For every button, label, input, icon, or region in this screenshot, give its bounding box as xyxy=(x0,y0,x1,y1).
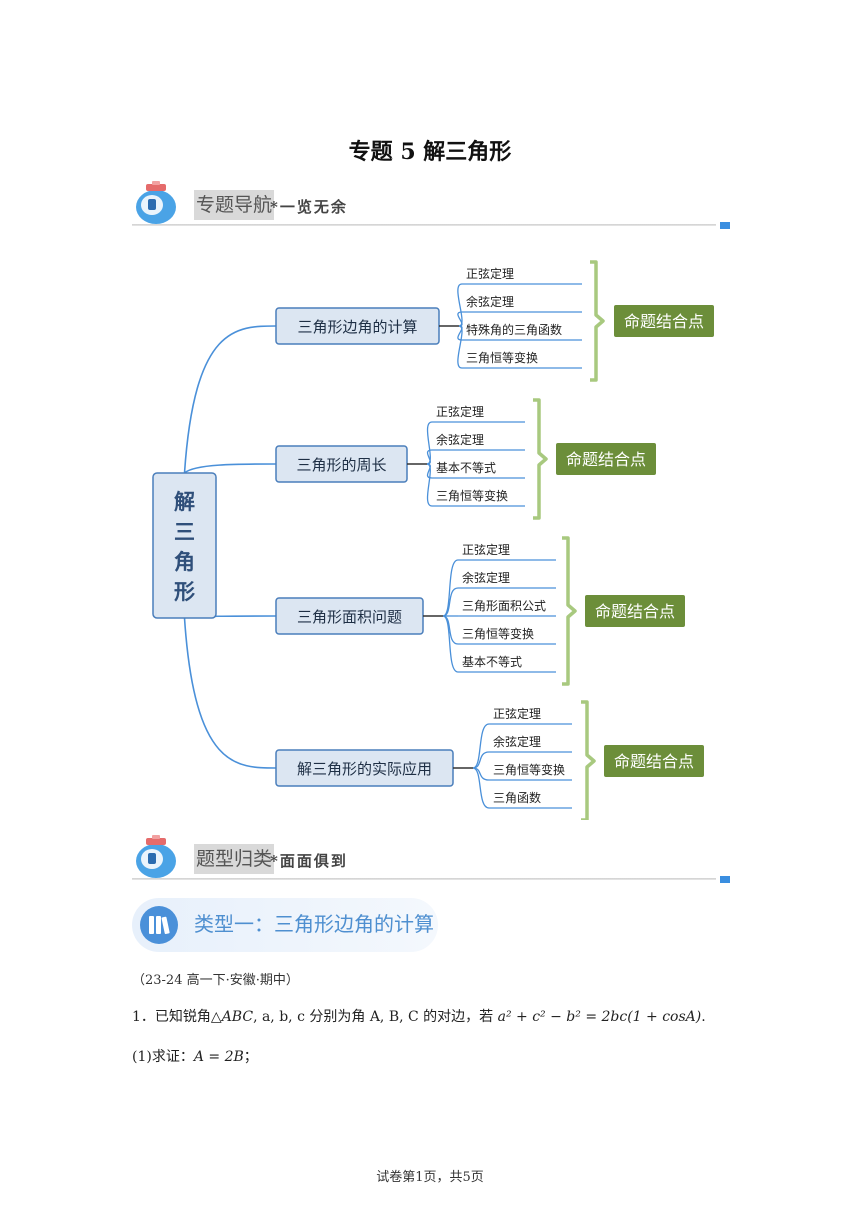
connector-line xyxy=(472,751,490,769)
leaf-label: 三角恒等变换 xyxy=(436,488,508,503)
binders-icon xyxy=(140,906,178,944)
proposition-tag-label: 命题结合点 xyxy=(566,450,646,469)
connector-line xyxy=(442,587,459,617)
divider-marker xyxy=(720,222,730,229)
branch-label: 三角形面积问题 xyxy=(297,608,402,626)
type-title: 类型一：三角形边角的计算 xyxy=(194,912,434,936)
divider xyxy=(132,878,716,880)
root-char: 解 xyxy=(174,490,195,514)
leaf-label: 正弦定理 xyxy=(493,706,541,721)
proposition-tag-label: 命题结合点 xyxy=(614,752,694,771)
leaf-label: 三角形面积公式 xyxy=(462,599,546,613)
proposition-tag-label: 命题结合点 xyxy=(595,602,675,621)
sub-question-label: (1)求证： xyxy=(132,1049,194,1065)
bracket xyxy=(581,700,596,820)
connector-line xyxy=(457,283,463,327)
section-header-navigation: 专题导航 *一览无余 xyxy=(132,180,732,230)
connector-line xyxy=(183,617,277,769)
connector-line xyxy=(457,325,463,369)
section-header-categories: 题型归类 *面面俱到 xyxy=(132,834,732,884)
connector-line xyxy=(183,463,277,474)
leaf-label: 三角恒等变换 xyxy=(493,762,565,777)
leaf-label: 特殊角的三角函数 xyxy=(466,322,562,337)
leaf-label: 正弦定理 xyxy=(466,266,514,281)
mascot-icon xyxy=(136,181,176,224)
root-char: 三 xyxy=(174,520,195,544)
root-char: 角 xyxy=(174,550,195,574)
bracket xyxy=(590,260,605,382)
divider xyxy=(132,224,716,226)
question-equation: a² + c² − b² = 2bc(1 + cosA) xyxy=(497,1009,702,1025)
page-footer: 试卷第1页，共5页 xyxy=(376,1170,484,1185)
type-banner: 类型一：三角形边角的计算 xyxy=(132,898,438,952)
divider-marker xyxy=(720,876,730,883)
leaf-label: 余弦定理 xyxy=(436,432,484,447)
branch-label: 三角形的周长 xyxy=(296,456,386,474)
sub-question-expression: A = 2B xyxy=(193,1049,244,1065)
connector-line xyxy=(426,421,433,465)
document-title: 专题 5 解三角形 xyxy=(348,139,512,165)
bracket xyxy=(562,536,577,686)
mind-map: 解三角形三角形边角的计算正弦定理余弦定理特殊角的三角函数三角恒等变换命题结合点三… xyxy=(152,260,714,820)
connector-line xyxy=(442,559,459,617)
section-title: 专题导航 xyxy=(194,190,275,220)
leaf-label: 余弦定理 xyxy=(466,294,514,309)
proposition-tag-label: 命题结合点 xyxy=(624,312,704,331)
mascot-icon xyxy=(136,835,176,878)
connector-line xyxy=(183,325,277,474)
section-title: 题型归类 xyxy=(194,844,275,874)
branch-label: 解三角形的实际应用 xyxy=(297,760,432,778)
leaf-label: 三角恒等变换 xyxy=(462,626,534,641)
sub-question-end: ； xyxy=(243,1049,258,1065)
leaf-label: 余弦定理 xyxy=(462,570,510,585)
connector-line xyxy=(472,767,490,809)
question-text: 已知锐角 xyxy=(154,1009,211,1025)
leaf-label: 基本不等式 xyxy=(436,461,496,475)
question-text: , a, b, c 分别为角 A, B, C 的对边，若 xyxy=(253,1009,498,1025)
question-text: . xyxy=(701,1009,706,1025)
section-subtitle: *面面俱到 xyxy=(270,852,348,870)
leaf-label: 正弦定理 xyxy=(436,404,484,419)
bracket xyxy=(533,398,548,520)
connector-line xyxy=(442,615,459,645)
question-1: 1．已知锐角△ABC, a, b, c 分别为角 A, B, C 的对边，若 a… xyxy=(132,1006,706,1026)
question-triangle: △ABC xyxy=(210,1009,254,1025)
proposition-tag xyxy=(614,305,714,337)
proposition-tag xyxy=(585,595,685,627)
sub-question-1: (1)求证：A = 2B； xyxy=(132,1046,258,1066)
proposition-tag xyxy=(604,745,704,777)
leaf-label: 正弦定理 xyxy=(462,542,510,557)
leaf-label: 基本不等式 xyxy=(462,655,522,669)
connector-line xyxy=(442,615,459,673)
branch-label: 三角形边角的计算 xyxy=(297,318,417,336)
connector-line xyxy=(472,723,490,769)
root-node xyxy=(152,472,217,619)
proposition-tag xyxy=(556,443,656,475)
leaf-label: 三角恒等变换 xyxy=(466,350,538,365)
connector-line xyxy=(426,463,433,507)
leaf-label: 余弦定理 xyxy=(493,734,541,749)
question-number: 1． xyxy=(132,1009,155,1025)
root-char: 形 xyxy=(174,580,195,604)
section-subtitle: *一览无余 xyxy=(270,198,348,216)
leaf-label: 三角函数 xyxy=(493,790,541,805)
question-source: （23-24 高一下·安徽·期中） xyxy=(132,973,299,988)
